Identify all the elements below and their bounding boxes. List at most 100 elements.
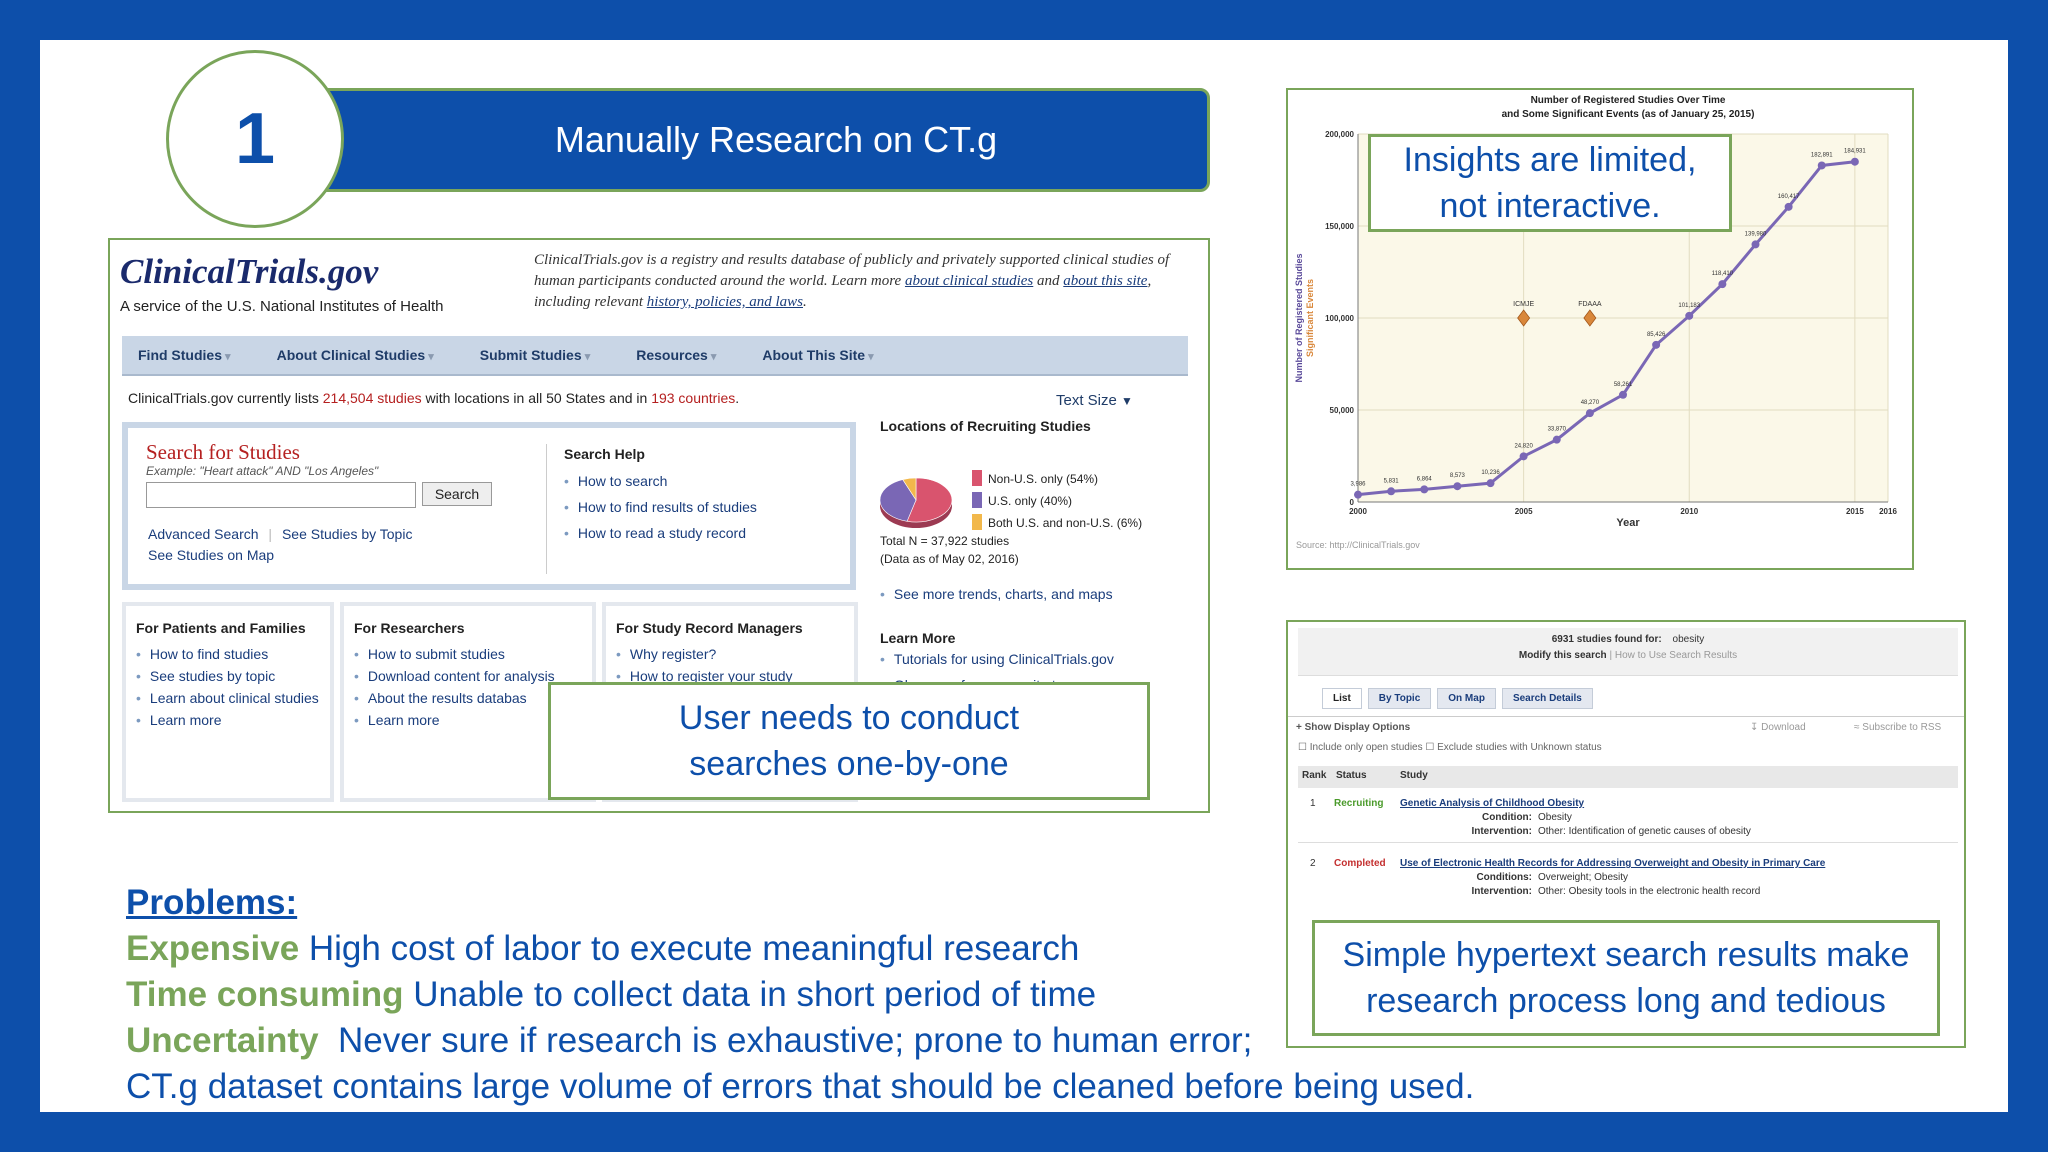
link-history-policies[interactable]: history, policies, and laws bbox=[646, 294, 804, 310]
nav-submit-studies[interactable]: Submit Studies bbox=[480, 347, 590, 363]
data-point[interactable] bbox=[1784, 202, 1793, 211]
tab-list[interactable]: List bbox=[1322, 688, 1362, 709]
filter-open-checkbox[interactable]: ☐ bbox=[1298, 742, 1307, 753]
managers-link[interactable]: How to register your study bbox=[616, 665, 844, 687]
data-point[interactable] bbox=[1619, 390, 1627, 399]
show-display-options[interactable]: + Show Display Options bbox=[1296, 722, 1411, 733]
nav-find-studies[interactable]: Find Studies bbox=[138, 347, 231, 363]
x-tick-label: 2015 bbox=[1846, 507, 1864, 516]
nav-about-clinical-studies[interactable]: About Clinical Studies bbox=[277, 347, 434, 363]
nav-about-this-site[interactable]: About This Site bbox=[762, 347, 873, 363]
link-about-this-site[interactable]: about this site bbox=[1063, 273, 1148, 289]
text-size-control[interactable]: Text Size ▼ bbox=[1056, 392, 1133, 409]
rss-link[interactable]: ≈ Subscribe to RSS bbox=[1854, 722, 1941, 733]
listing-studies-count[interactable]: 214,504 studies bbox=[322, 390, 422, 406]
patients-box: For Patients and Families How to find st… bbox=[122, 602, 334, 802]
managers-link[interactable]: Why register? bbox=[616, 643, 844, 665]
pie-slice bbox=[902, 477, 917, 502]
listing-text: . bbox=[735, 390, 740, 406]
help-link[interactable]: How to search bbox=[564, 468, 757, 494]
researchers-link[interactable]: About the results databas bbox=[354, 687, 582, 709]
modify-search-link[interactable]: Modify this search bbox=[1518, 650, 1607, 661]
chart-title-line2: and Some Significant Events (as of Janua… bbox=[1502, 109, 1755, 120]
filter-unknown-checkbox[interactable]: ☐ bbox=[1425, 742, 1435, 753]
link-about-clinical-studies[interactable]: about clinical studies bbox=[904, 273, 1034, 289]
data-point[interactable] bbox=[1850, 157, 1859, 166]
tabs-underline bbox=[1288, 716, 1964, 717]
data-point[interactable] bbox=[1552, 435, 1561, 444]
locations-pie-chart[interactable] bbox=[878, 466, 954, 532]
patients-link[interactable]: Learn about clinical studies bbox=[136, 687, 320, 709]
search-help: Search Help How to search How to find re… bbox=[564, 446, 757, 546]
title-banner: Manually Research on CT.g bbox=[302, 88, 1210, 192]
problems-section: Problems: Expensive High cost of labor t… bbox=[126, 880, 1626, 1110]
step-number: 1 bbox=[234, 99, 276, 179]
event-marker[interactable] bbox=[1583, 309, 1597, 327]
data-point[interactable] bbox=[1387, 487, 1396, 496]
researchers-link[interactable]: How to submit studies bbox=[354, 643, 582, 665]
results-found: 6931 studies found for: obesity bbox=[1288, 634, 1964, 645]
tab-by-topic[interactable]: By Topic bbox=[1367, 688, 1432, 709]
search-input[interactable] bbox=[146, 482, 416, 508]
data-point[interactable] bbox=[1685, 311, 1694, 320]
help-link[interactable]: How to find results of studies bbox=[564, 494, 757, 520]
condition-value: Obesity bbox=[1538, 812, 1572, 823]
studies-by-topic-link[interactable]: See Studies by Topic bbox=[281, 526, 413, 542]
divider bbox=[546, 444, 547, 574]
listing-countries-count[interactable]: 193 countries bbox=[651, 390, 736, 406]
managers-title: For Study Record Managers bbox=[616, 620, 803, 636]
ctgov-description: ClinicalTrials.gov is a registry and res… bbox=[534, 250, 1174, 313]
data-point[interactable] bbox=[1652, 340, 1661, 349]
legend-label: U.S. only (40%) bbox=[988, 494, 1073, 508]
problem-last-line: CT.g dataset contains large volume of er… bbox=[126, 1067, 1475, 1106]
y-tick-label: 100,000 bbox=[1325, 314, 1354, 323]
researchers-link[interactable]: Learn more bbox=[354, 709, 582, 731]
patients-link[interactable]: How to find studies bbox=[136, 643, 320, 665]
data-point[interactable] bbox=[1354, 490, 1362, 499]
patients-link[interactable]: Learn more bbox=[136, 709, 320, 731]
event-label: FDAAA bbox=[1578, 301, 1602, 308]
data-point[interactable] bbox=[1453, 482, 1462, 491]
see-more-trends-link[interactable]: See more trends, charts, and maps bbox=[880, 586, 1113, 602]
chart-events: ICMJE FDAAA bbox=[1513, 301, 1602, 327]
help-link[interactable]: How to read a study record bbox=[564, 520, 757, 546]
how-to-use-link[interactable]: How to Use Search Results bbox=[1614, 650, 1738, 661]
event-marker[interactable] bbox=[1517, 309, 1531, 327]
advanced-search-link[interactable]: Advanced Search bbox=[148, 526, 259, 542]
data-point[interactable] bbox=[1751, 240, 1760, 249]
study-link[interactable]: Use of Electronic Health Records for Add… bbox=[1400, 858, 1826, 869]
locations-section: Locations of Recruiting Studies bbox=[880, 418, 1200, 434]
tab-on-map[interactable]: On Map bbox=[1437, 688, 1496, 709]
data-point[interactable] bbox=[1585, 409, 1594, 418]
tab-search-details[interactable]: Search Details bbox=[1501, 688, 1593, 709]
data-point[interactable] bbox=[1718, 280, 1727, 289]
data-label: 5,831 bbox=[1384, 478, 1400, 484]
condition-label: Condition: bbox=[1482, 812, 1532, 823]
download-link[interactable]: ↧ Download bbox=[1750, 722, 1806, 733]
nav-resources[interactable]: Resources bbox=[636, 347, 716, 363]
event-label: ICMJE bbox=[1513, 301, 1534, 308]
data-label: 58,261 bbox=[1614, 382, 1633, 388]
pie-slice bbox=[906, 477, 953, 523]
data-point[interactable] bbox=[1817, 161, 1826, 170]
search-button[interactable]: Search bbox=[422, 482, 492, 506]
results-found-text: 6931 studies found for: bbox=[1551, 634, 1662, 645]
data-point[interactable] bbox=[1420, 485, 1429, 494]
studies-on-map-link[interactable]: See Studies on Map bbox=[148, 547, 275, 563]
problem-key: Time consuming bbox=[126, 975, 404, 1014]
chart-ylabel-events: Significant Events bbox=[1305, 279, 1315, 357]
search-example: Example: "Heart attack" AND "Los Angeles… bbox=[146, 464, 379, 478]
learn-more-link[interactable]: Tutorials for using ClinicalTrials.gov bbox=[880, 646, 1114, 672]
legend-label: Non-U.S. only (54%) bbox=[988, 472, 1099, 486]
problem-text: Never sure if research is exhaustive; pr… bbox=[318, 1021, 1253, 1060]
ctgov-logo[interactable]: ClinicalTrials.gov bbox=[120, 252, 379, 291]
results-table-header bbox=[1298, 766, 1958, 788]
researchers-link[interactable]: Download content for analysis bbox=[354, 665, 582, 687]
legend-label: Both U.S. and non-U.S. (6%) bbox=[988, 516, 1143, 530]
data-label: 160,417 bbox=[1778, 194, 1800, 200]
data-point[interactable] bbox=[1519, 452, 1528, 461]
patients-link[interactable]: See studies by topic bbox=[136, 665, 320, 687]
study-link[interactable]: Genetic Analysis of Childhood Obesity bbox=[1400, 798, 1585, 809]
data-point[interactable] bbox=[1486, 479, 1495, 488]
